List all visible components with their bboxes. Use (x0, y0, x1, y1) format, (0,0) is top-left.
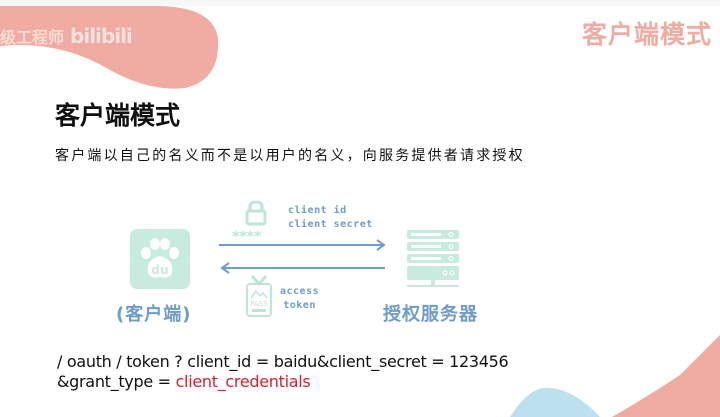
server-rack-icon (407, 230, 459, 287)
request-line-client-id: client id (288, 205, 347, 216)
subtitle: 客户端以自己的名义而不是以用户的名义，向服务提供者请求授权 (55, 148, 525, 164)
svg-text:du: du (151, 263, 168, 277)
pink-blob-bottom-right (612, 335, 720, 417)
response-line-access: access (280, 286, 320, 297)
watermark-text: 级工程师 (0, 28, 65, 47)
corner-title: 客户端模式 (581, 20, 712, 49)
bilibili-logo: bilibili (70, 24, 133, 48)
svg-text:PASS: PASS (250, 300, 268, 308)
url-line-1: / oauth / token ? client_id = baidu&clie… (57, 352, 509, 371)
client-label: (客户端) (116, 304, 192, 325)
flow-arrows (219, 239, 386, 274)
blue-blob-bottom (510, 387, 600, 417)
response-line-token: token (283, 300, 316, 311)
grant-type-key: &grant_type = (57, 372, 176, 391)
baidu-paw-icon: du (130, 229, 190, 289)
pass-badge-icon: PASS (246, 275, 272, 317)
grant-type-value: client_credentials (175, 372, 311, 391)
token-request-url: / oauth / token ? client_id = baidu&clie… (57, 352, 509, 392)
server-label: 授权服务器 (383, 304, 478, 325)
video-watermark: 级工程师 bilibili (0, 24, 133, 48)
url-line-2: &grant_type = client_credentials (57, 372, 508, 392)
lock-icon (245, 200, 267, 226)
masked-secret: **** (232, 229, 262, 245)
request-label: client id client secret (288, 204, 373, 232)
response-label: access token (280, 285, 319, 313)
page-title: 客户端模式 (55, 101, 181, 130)
request-line-client-secret: client secret (288, 219, 373, 230)
top-strip (0, 0, 720, 6)
